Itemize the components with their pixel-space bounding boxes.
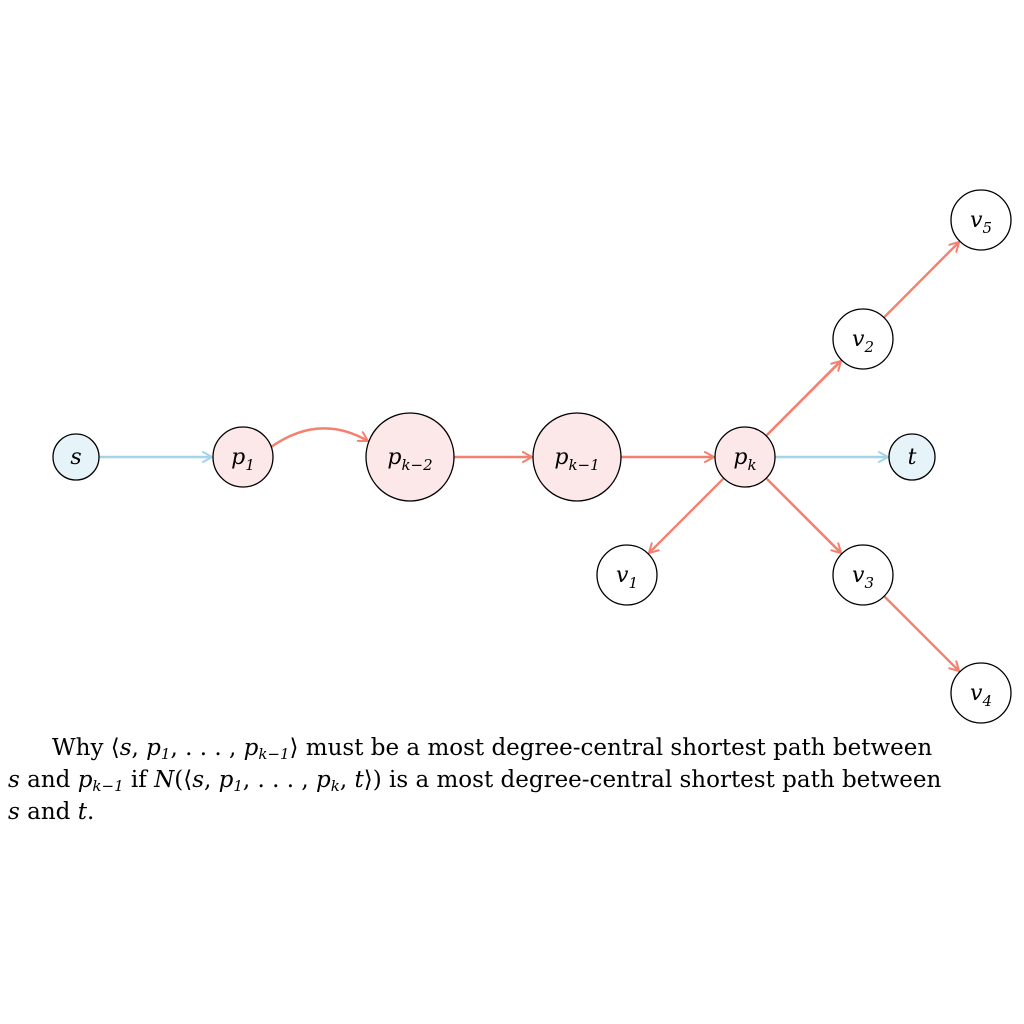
node-pk1-label: pk−1 (554, 445, 599, 474)
node-pk1-circle (532, 412, 622, 502)
node-p1-label: p1 (231, 445, 255, 474)
caption-line-2: s and pk−1 if N(⟨s, p1, . . . , pk, t⟩) … (8, 767, 942, 795)
caption-line-1: Why ⟨s, p1, . . . , pk−1⟩ must be a most… (52, 735, 933, 763)
node-s: s (52, 433, 100, 481)
node-s-circle (52, 433, 100, 481)
node-pk1: pk−1 (532, 412, 622, 502)
node-v1-label: v1 (616, 563, 638, 592)
node-pk-label: pk (733, 445, 756, 474)
figure-caption: Why ⟨s, p1, . . . , pk−1⟩ must be a most… (8, 732, 1022, 828)
node-p1-circle (212, 426, 274, 488)
node-pk2-circle (365, 412, 455, 502)
edge-pk-to-v1 (647, 477, 725, 555)
node-v2: v2 (832, 308, 894, 370)
node-v4: v4 (950, 662, 1012, 724)
caption-line-3: s and t. (8, 799, 95, 825)
node-pk-circle (714, 426, 776, 488)
node-v3-circle (832, 544, 894, 606)
node-v5-circle (950, 189, 1012, 251)
node-v5-label: v5 (970, 208, 992, 237)
node-t-circle (888, 433, 936, 481)
node-t: t (888, 433, 936, 481)
node-v1: v1 (596, 544, 658, 606)
node-v5: v5 (950, 189, 1012, 251)
node-t-label: t (908, 445, 917, 470)
node-s-label: s (70, 445, 81, 470)
node-v3: v3 (832, 544, 894, 606)
edge-p1-to-pk2 (270, 427, 369, 448)
node-v3-label: v3 (852, 563, 874, 592)
node-pk: pk (714, 426, 776, 488)
node-pk2: pk−2 (365, 412, 455, 502)
node-v2-label: v2 (852, 327, 874, 356)
node-v4-label: v4 (970, 681, 992, 710)
node-v1-circle (596, 544, 658, 606)
node-v4-circle (950, 662, 1012, 724)
node-pk2-label: pk−2 (387, 445, 432, 474)
nodes: s p1 pk−2 pk−1 pk t v1 v2 v3 v4 v5 (52, 189, 1012, 724)
node-v2-circle (832, 308, 894, 370)
node-p1: p1 (212, 426, 274, 488)
